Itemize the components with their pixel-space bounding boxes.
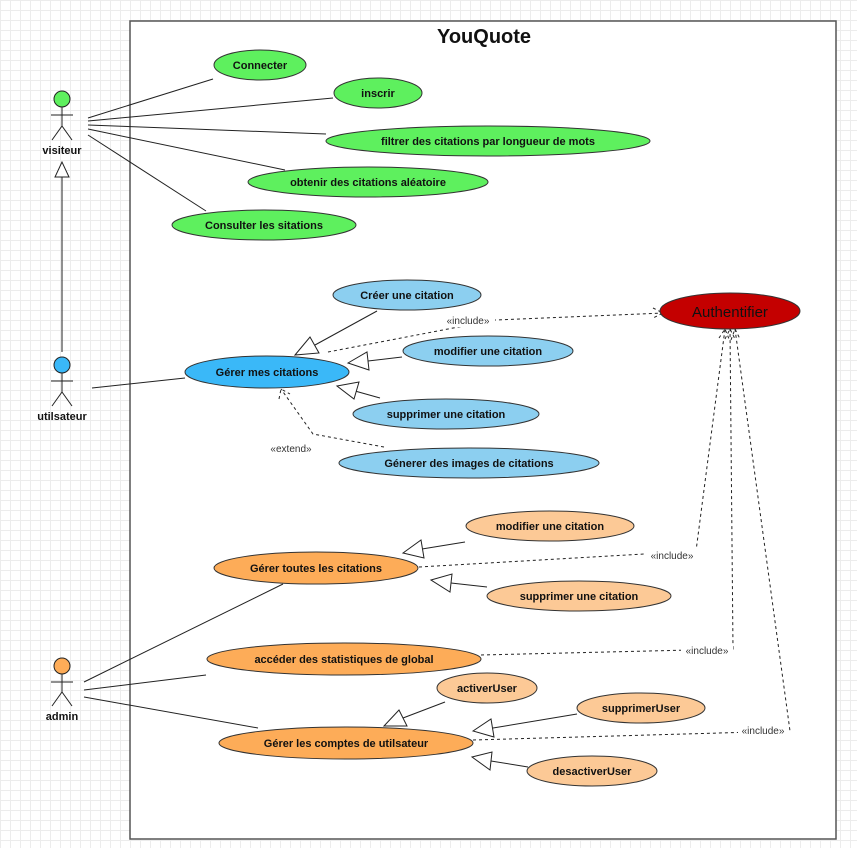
- usecase-gerer-comptes[interactable]: Gérer les comptes de utilsateur: [218, 726, 474, 760]
- usecase-supprimer-user[interactable]: supprimerUser: [576, 692, 706, 724]
- svg-text:Connecter: Connecter: [233, 60, 288, 72]
- include-label: «include»: [686, 646, 729, 657]
- actor-utilisateur[interactable]: utilsateur: [37, 356, 87, 423]
- include-label: «include»: [447, 316, 490, 327]
- svg-text:Génerer des images de citation: Génerer des images de citations: [384, 458, 553, 470]
- actor-head-icon: [53, 90, 71, 108]
- actor-generalization: [54, 160, 70, 352]
- usecase-connecter[interactable]: Connecter: [213, 49, 307, 81]
- usecase-modifier-mes[interactable]: modifier une citation: [402, 335, 574, 367]
- usecase-desactiver[interactable]: desactiverUser: [526, 755, 658, 787]
- usecase-filtrer[interactable]: filtrer des citations par longueur de mo…: [325, 125, 651, 157]
- usecase-supprimer-toutes[interactable]: supprimer une citation: [486, 580, 672, 612]
- usecase-statistiques[interactable]: accéder des statistiques de global: [206, 642, 482, 676]
- svg-text:Gérer les comptes de utilsateu: Gérer les comptes de utilsateur: [264, 738, 429, 750]
- svg-text:inscrir: inscrir: [361, 88, 395, 100]
- svg-text:Créer une citation: Créer une citation: [360, 290, 454, 302]
- usecase-gerer-toutes[interactable]: Gérer toutes les citations: [213, 551, 419, 585]
- svg-text:filtrer des citations par long: filtrer des citations par longueur de mo…: [381, 136, 595, 148]
- svg-text:obtenir des citations aléatoir: obtenir des citations aléatoire: [290, 177, 446, 189]
- usecase-consulter[interactable]: Consulter les sitations: [171, 209, 357, 241]
- svg-text:Authentifier: Authentifier: [692, 304, 768, 321]
- svg-text:desactiverUser: desactiverUser: [553, 766, 633, 778]
- usecase-creer[interactable]: Créer une citation: [332, 279, 482, 311]
- include-label: «include»: [742, 726, 785, 737]
- system-title: YouQuote: [437, 26, 531, 48]
- actor-head-icon: [53, 657, 71, 675]
- actor-admin[interactable]: admin: [46, 657, 79, 723]
- actor-label: utilsateur: [37, 411, 87, 423]
- svg-text:modifier une citation: modifier une citation: [434, 346, 542, 358]
- usecase-aleatoire[interactable]: obtenir des citations aléatoire: [247, 166, 489, 198]
- svg-text:supprimer une citation: supprimer une citation: [520, 591, 639, 603]
- associations: [83, 78, 334, 729]
- svg-text:activerUser: activerUser: [457, 683, 518, 695]
- actor-visiteur[interactable]: visiteur: [42, 90, 82, 157]
- usecase-authentifier[interactable]: Authentifier: [659, 292, 801, 330]
- include-label: «include»: [651, 551, 694, 562]
- svg-text:supprimer une citation: supprimer une citation: [387, 409, 506, 421]
- svg-text:Gérer toutes les citations: Gérer toutes les citations: [250, 563, 382, 575]
- usecase-inscrir[interactable]: inscrir: [333, 77, 423, 109]
- actor-label: admin: [46, 711, 79, 723]
- svg-text:supprimerUser: supprimerUser: [602, 703, 681, 715]
- svg-text:accéder des statistiques de gl: accéder des statistiques de global: [254, 654, 433, 666]
- usecase-modifier-toutes[interactable]: modifier une citation: [465, 510, 635, 542]
- actor-head-icon: [53, 356, 71, 374]
- svg-text:Gérer mes citations: Gérer mes citations: [216, 367, 319, 379]
- actor-label: visiteur: [42, 145, 82, 157]
- svg-text:Consulter les sitations: Consulter les sitations: [205, 220, 323, 232]
- extend-label: «extend»: [270, 444, 312, 455]
- usecase-gerer-mes[interactable]: Gérer mes citations: [184, 355, 350, 389]
- svg-text:modifier une citation: modifier une citation: [496, 521, 604, 533]
- usecase-supprimer-mes[interactable]: supprimer une citation: [352, 398, 540, 430]
- usecase-generer-images[interactable]: Génerer des images de citations: [338, 447, 600, 479]
- usecase-generalizations: [293, 310, 578, 771]
- usecase-activer[interactable]: activerUser: [436, 672, 538, 704]
